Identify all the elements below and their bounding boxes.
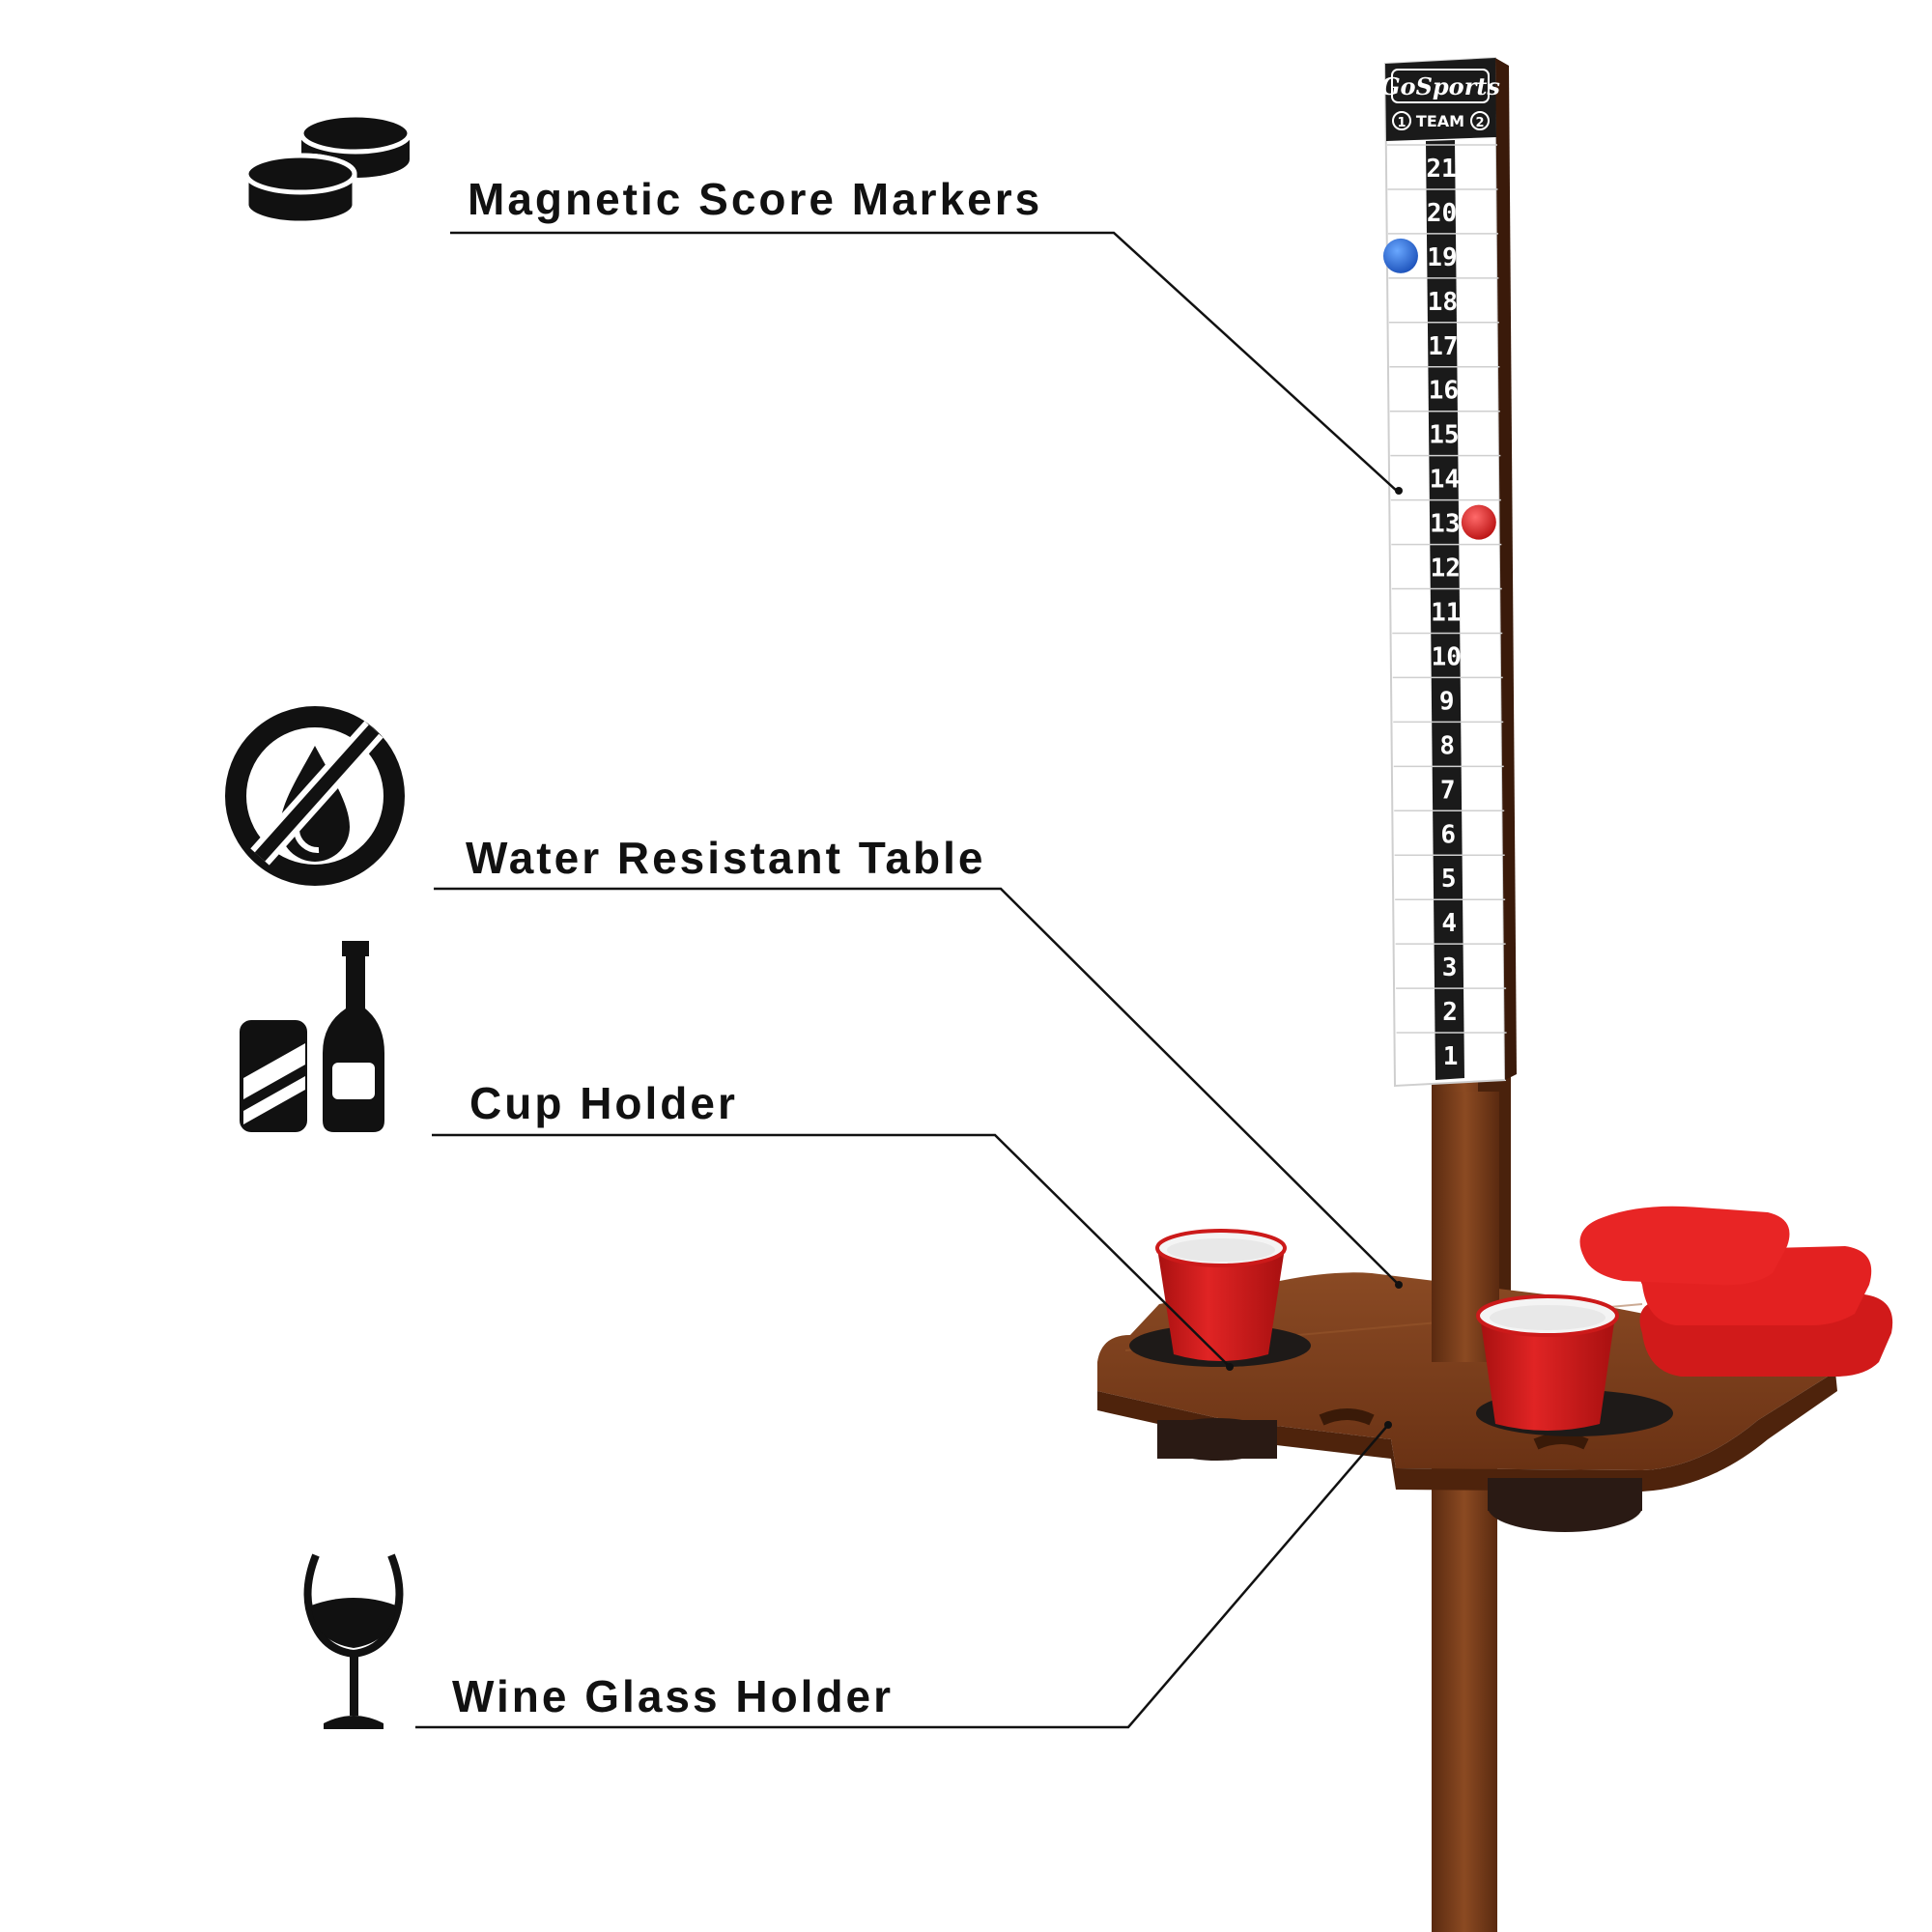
feature-label-cup-holder: Cup Holder xyxy=(469,1078,738,1128)
magnetic-marker-team-1[interactable] xyxy=(1382,238,1418,273)
team-left-number: 1 xyxy=(1397,116,1406,130)
bean-bag-1 xyxy=(1579,1206,1790,1286)
leader-line-wine-glass xyxy=(415,1424,1389,1729)
score-number: 3 xyxy=(1442,953,1458,982)
score-track xyxy=(1426,140,1464,1080)
can-and-bottle-icon xyxy=(240,941,384,1132)
team-right-number: 2 xyxy=(1475,116,1484,130)
score-number: 15 xyxy=(1429,421,1459,450)
team-right-badge xyxy=(1470,111,1490,130)
score-number: 7 xyxy=(1440,776,1456,805)
feature-label-wine-glass: Wine Glass Holder xyxy=(452,1671,894,1721)
feature-label-score-markers: Magnetic Score Markers xyxy=(468,174,1042,224)
leader-dot-score xyxy=(1395,487,1403,495)
wine-glass-icon xyxy=(303,1553,404,1729)
score-number: 6 xyxy=(1440,820,1456,849)
wine-glass-slot-2 xyxy=(1533,1433,1589,1450)
score-number: 13 xyxy=(1430,510,1460,539)
cup-holder-sleeve-left-body xyxy=(1157,1420,1277,1459)
feature-label-table: Water Resistant Table xyxy=(466,833,985,883)
score-number: 16 xyxy=(1429,377,1459,406)
bean-bags xyxy=(1579,1206,1893,1377)
score-number: 17 xyxy=(1428,332,1458,361)
score-number: 19 xyxy=(1427,243,1457,272)
scoreboard: GoSports 1 TEAM 2 2120191817161514131211… xyxy=(1380,56,1517,1088)
cup-holder-sleeve-right-body xyxy=(1488,1478,1642,1511)
leader-lines xyxy=(415,231,1400,1729)
leader-dot-cup xyxy=(1226,1363,1234,1371)
leader-line-score-markers xyxy=(450,231,1400,494)
leader-dot-table xyxy=(1395,1281,1403,1289)
cup-body xyxy=(1480,1316,1615,1431)
leader-line-cup-holder xyxy=(432,1133,1231,1368)
score-number: 21 xyxy=(1426,155,1456,184)
scoreboard-edge xyxy=(1495,58,1517,1080)
score-number: 20 xyxy=(1427,199,1457,228)
leader-dot-wine xyxy=(1384,1421,1392,1429)
score-number: 11 xyxy=(1431,599,1461,628)
score-number: 18 xyxy=(1428,288,1458,317)
team-left-badge xyxy=(1392,111,1411,130)
score-number: 4 xyxy=(1441,909,1457,938)
magnetic-marker-team-2[interactable] xyxy=(1461,504,1496,540)
score-markers xyxy=(1382,238,1496,540)
team-label: TEAM xyxy=(1416,112,1464,130)
score-number: 9 xyxy=(1439,687,1455,716)
score-number: 8 xyxy=(1439,731,1455,760)
score-number: 5 xyxy=(1441,865,1457,894)
cup-body xyxy=(1157,1248,1285,1361)
score-number: 12 xyxy=(1431,554,1461,583)
wine-glass-slot-1 xyxy=(1319,1408,1375,1426)
score-number: 14 xyxy=(1430,466,1460,495)
red-cup-left xyxy=(1155,1229,1287,1361)
cup-inside xyxy=(1490,1305,1605,1330)
no-water-drop-icon xyxy=(225,706,405,886)
score-number: 2 xyxy=(1442,998,1458,1027)
score-markers-icon xyxy=(243,112,412,226)
score-number: 10 xyxy=(1432,642,1462,671)
cup-inside xyxy=(1167,1238,1275,1262)
brand-badge xyxy=(1391,69,1490,103)
score-number: 1 xyxy=(1443,1042,1459,1071)
leader-line-table xyxy=(434,887,1400,1286)
red-cup-right xyxy=(1476,1294,1619,1431)
brand-logo: GoSports xyxy=(1380,72,1500,100)
